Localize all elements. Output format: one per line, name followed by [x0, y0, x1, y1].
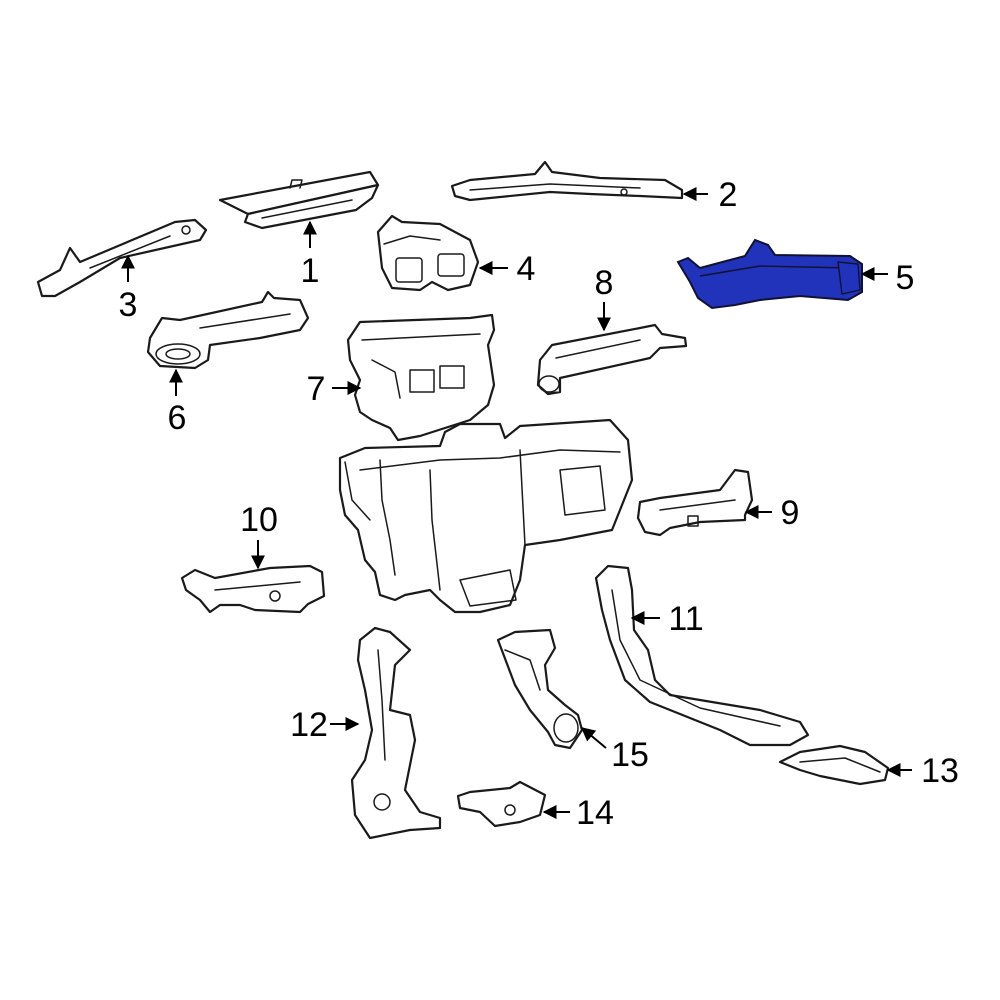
- callout-12: 12: [290, 706, 328, 744]
- part-8-duct[interactable]: [536, 323, 688, 396]
- part-11-rear-duct[interactable]: [594, 564, 810, 747]
- part-3-side-duct[interactable]: [36, 218, 208, 298]
- part-4-register-duct[interactable]: [376, 214, 480, 292]
- callout-11: 11: [668, 600, 703, 638]
- part-13-small-duct[interactable]: [778, 744, 890, 786]
- callout-9: 9: [781, 494, 800, 532]
- hvac-housing: [338, 418, 634, 614]
- callout-6: 6: [168, 399, 187, 437]
- callout-8: 8: [595, 264, 614, 302]
- callout-3: 3: [119, 286, 138, 324]
- part-12-lower-duct[interactable]: [350, 626, 442, 840]
- part-9-duct[interactable]: [636, 468, 754, 537]
- callout-13: 13: [921, 752, 959, 790]
- callout-5: 5: [896, 259, 915, 297]
- part-7-register-assembly[interactable]: [346, 313, 496, 442]
- callout-15: 15: [611, 736, 649, 774]
- callout-1: 1: [301, 252, 320, 290]
- leader-arrows: [121, 187, 912, 819]
- part-15-curved-duct[interactable]: [496, 628, 584, 750]
- callout-14: 14: [576, 794, 614, 832]
- part-10-duct[interactable]: [180, 564, 326, 614]
- part-5-highlighted-duct[interactable]: [676, 238, 863, 310]
- part-14-small-duct[interactable]: [456, 780, 547, 828]
- part-1-defroster-nozzle[interactable]: [218, 170, 380, 230]
- part-2-defroster-duct[interactable]: [450, 160, 684, 202]
- callout-10: 10: [240, 501, 278, 539]
- callout-labels: 1 2 3 4 5 6 7 8 9 10 11 12 13 14 15: [119, 176, 959, 832]
- part-6-round-outlet-duct[interactable]: [146, 290, 310, 370]
- callout-2: 2: [719, 176, 738, 214]
- callout-4: 4: [517, 250, 536, 288]
- callout-7: 7: [307, 370, 326, 408]
